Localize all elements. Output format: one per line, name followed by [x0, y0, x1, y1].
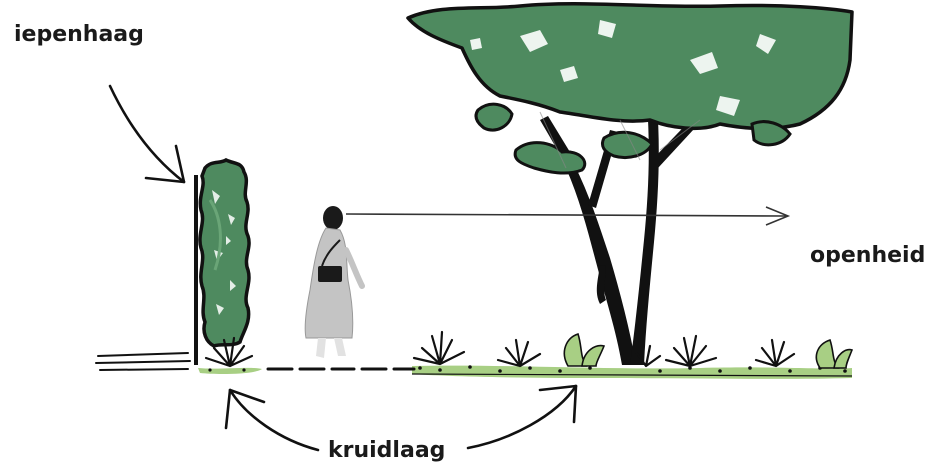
ground-speed-lines — [95, 352, 191, 371]
hedge-label: iepenhaag — [14, 22, 144, 47]
leafy-herbs — [563, 332, 854, 369]
openness-label: openheid — [810, 243, 926, 268]
person-silhouette — [304, 206, 365, 358]
herb-annotation-arrow-right — [466, 384, 578, 450]
herb-layer-label: kruidlaag — [328, 438, 446, 463]
herb-annotation-arrow-left — [224, 388, 320, 452]
hedge-annotation-arrow — [108, 84, 186, 184]
tree-canopy — [406, 1, 854, 175]
view-line-arrow — [345, 206, 791, 226]
herb-tufts — [204, 330, 796, 368]
elm-hedge — [198, 157, 251, 348]
ground — [198, 365, 853, 379]
